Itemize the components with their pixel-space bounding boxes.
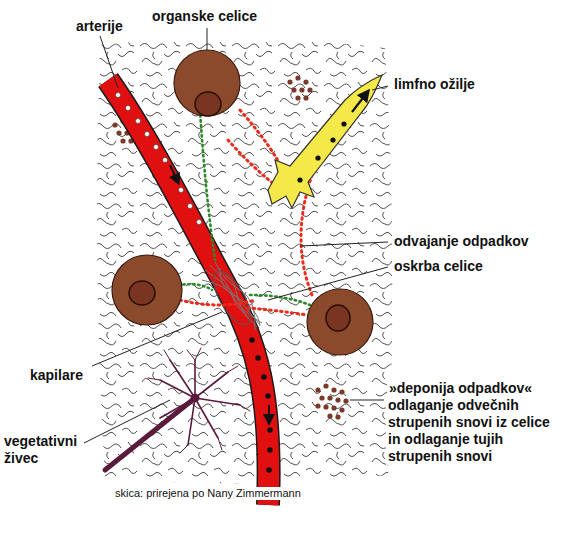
part-label: odlaganje odvečnih strupenih snovi iz ce…	[386, 397, 562, 465]
leader-lines	[78, 28, 388, 446]
supply-paths	[178, 110, 310, 305]
part-label: kapilare	[28, 367, 85, 384]
connective-tissue	[97, 38, 392, 483]
part-label: vegetativni živec	[2, 433, 84, 467]
organ-cells	[112, 50, 373, 355]
lymph-contents	[297, 121, 346, 182]
flow-arrow	[170, 165, 177, 180]
part-label: »deponija odpadkov«	[387, 380, 534, 397]
part-label: skica: prirejena po Nany Zimmermann	[113, 487, 303, 500]
blood-cells-oxygen	[116, 93, 202, 225]
part-label: arterije	[74, 18, 125, 35]
nerve	[105, 348, 250, 470]
waste-paths	[180, 110, 312, 315]
blood-cells-waste	[249, 337, 273, 493]
part-label: organske celice	[150, 8, 259, 25]
blood-vessel-outline	[108, 80, 269, 505]
blood-vessel	[108, 80, 269, 505]
part-label: oskrba celice	[392, 258, 485, 275]
part-label: odvajanje odpadkov	[392, 233, 531, 250]
flow-arrow	[268, 405, 270, 420]
part-label: limfno ožilje	[392, 76, 477, 93]
flow-arrow	[352, 94, 366, 112]
capillaries	[202, 262, 262, 330]
lymph-vessel	[268, 75, 382, 208]
